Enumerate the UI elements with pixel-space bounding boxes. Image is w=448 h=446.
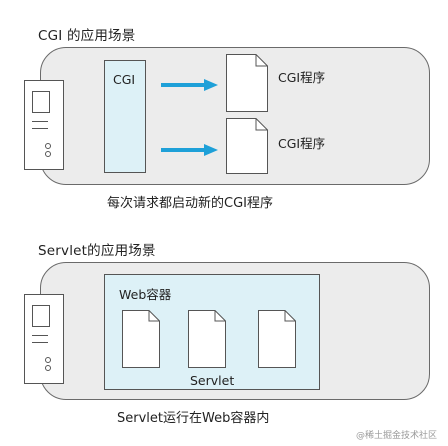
server-icon xyxy=(24,80,64,170)
cgi-program-doc-icon xyxy=(226,118,268,174)
web-container-label: Web容器 xyxy=(119,287,172,302)
cgi-heading: CGI 的应用场景 xyxy=(38,28,136,44)
servlet-doc-icon xyxy=(188,310,226,368)
servlet-caption: Servlet运行在Web容器内 xyxy=(117,411,270,426)
cgi-process-box: CGI xyxy=(104,60,146,173)
cgi-program-label: CGI程序 xyxy=(278,70,326,85)
servlet-doc-icon xyxy=(122,310,160,368)
servlet-doc-icon xyxy=(258,310,296,368)
watermark: @稀土掘金技术社区 xyxy=(356,431,438,441)
servlet-label: Servlet xyxy=(190,373,235,388)
cgi-caption: 每次请求都启动新的CGI程序 xyxy=(107,196,273,211)
servlet-heading: Servlet的应用场景 xyxy=(38,243,156,259)
cgi-process-label: CGI xyxy=(113,72,136,87)
server-icon xyxy=(24,294,64,384)
cgi-program-label: CGI程序 xyxy=(278,136,326,151)
server-screen xyxy=(32,91,50,113)
cgi-program-doc-icon xyxy=(226,54,268,112)
server-screen xyxy=(32,305,50,327)
cgi-arrow-bottom xyxy=(161,144,218,156)
cgi-arrow-top xyxy=(161,79,218,91)
